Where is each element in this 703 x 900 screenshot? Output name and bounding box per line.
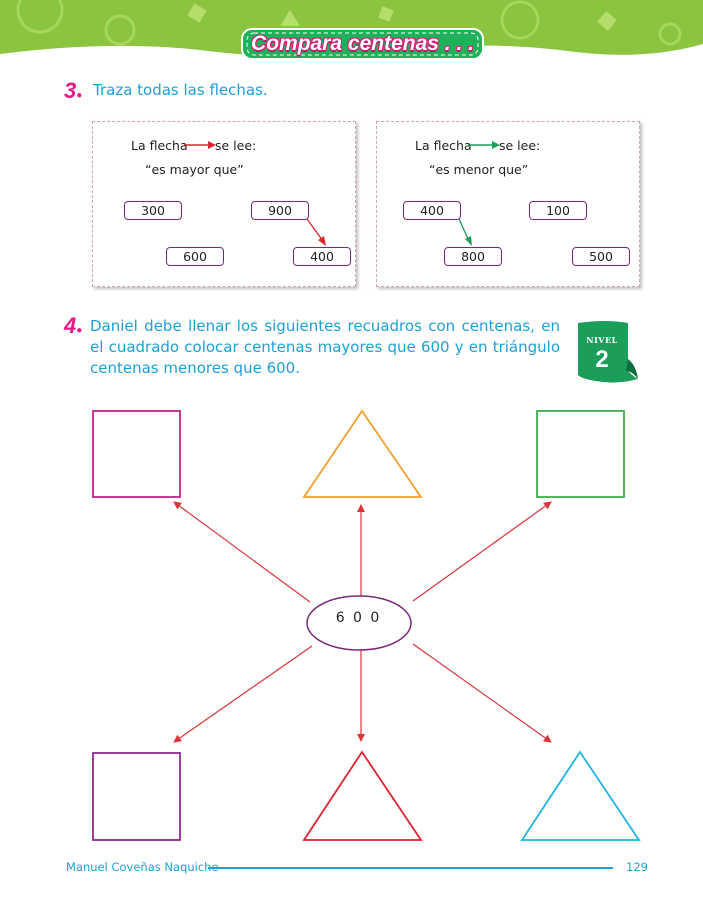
page-number: 129 (626, 860, 648, 874)
square-top-left[interactable] (92, 410, 181, 498)
panel-left-caption-post: se lee: (215, 138, 257, 153)
footer-author: Manuel Coveñas Naquiche (66, 860, 219, 874)
center-ellipse (306, 595, 412, 651)
number-box: 900 (251, 201, 309, 220)
panel-left-meaning: “es mayor que” (145, 162, 244, 177)
example-arrow-400-800 (458, 218, 472, 246)
exercise-4-number: 4● (64, 313, 83, 338)
number-box: 500 (572, 247, 630, 266)
number-box: 300 (124, 201, 182, 220)
nivel-badge (578, 321, 638, 383)
panel-right-legend-arrow (468, 141, 500, 149)
page-title: Compara centenas . . . (251, 32, 474, 55)
square-top-right[interactable] (536, 410, 625, 498)
exercise-3-number: 3● (64, 78, 83, 103)
exercise-3-instruction: Traza todas las flechas. (93, 81, 268, 99)
number-box: 100 (529, 201, 587, 220)
title-pill (241, 28, 484, 60)
square-bottom-left[interactable] (92, 752, 181, 841)
number-box: 800 (444, 247, 502, 266)
arrow-to-square-bottom-left (173, 645, 313, 743)
exercise-4-paragraph: Daniel debe llenar los siguientes recuad… (90, 317, 560, 377)
arrow-to-triangle-bottom-right (412, 643, 552, 743)
panel-right-caption-post: se lee: (499, 138, 541, 153)
number-box: 400 (403, 201, 461, 220)
arrow-to-square-top-right (412, 501, 552, 602)
nivel-number: 2 (595, 346, 609, 373)
panel-right-meaning: “es menor que” (429, 162, 529, 177)
panel-mayor-que: La flecha se lee: “es mayor que” 300 900… (92, 121, 356, 287)
number-box: 600 (166, 247, 224, 266)
footer-divider (208, 867, 613, 869)
nivel-label: NIVEL (586, 335, 618, 345)
arrow-to-square-top-left (173, 501, 311, 603)
panel-left-legend-arrow (184, 141, 216, 149)
panel-right-caption-pre: La flecha (415, 138, 472, 153)
center-value: 6 0 0 (335, 610, 382, 626)
panel-menor-que: La flecha se lee: “es menor que” 400 100… (376, 121, 640, 287)
triangle-top[interactable] (302, 409, 423, 498)
number-box: 400 (293, 247, 351, 266)
panel-left-caption-pre: La flecha (131, 138, 188, 153)
triangle-bottom-right[interactable] (520, 750, 641, 841)
triangle-bottom-center[interactable] (302, 750, 423, 841)
example-arrow-900-400 (306, 218, 326, 246)
